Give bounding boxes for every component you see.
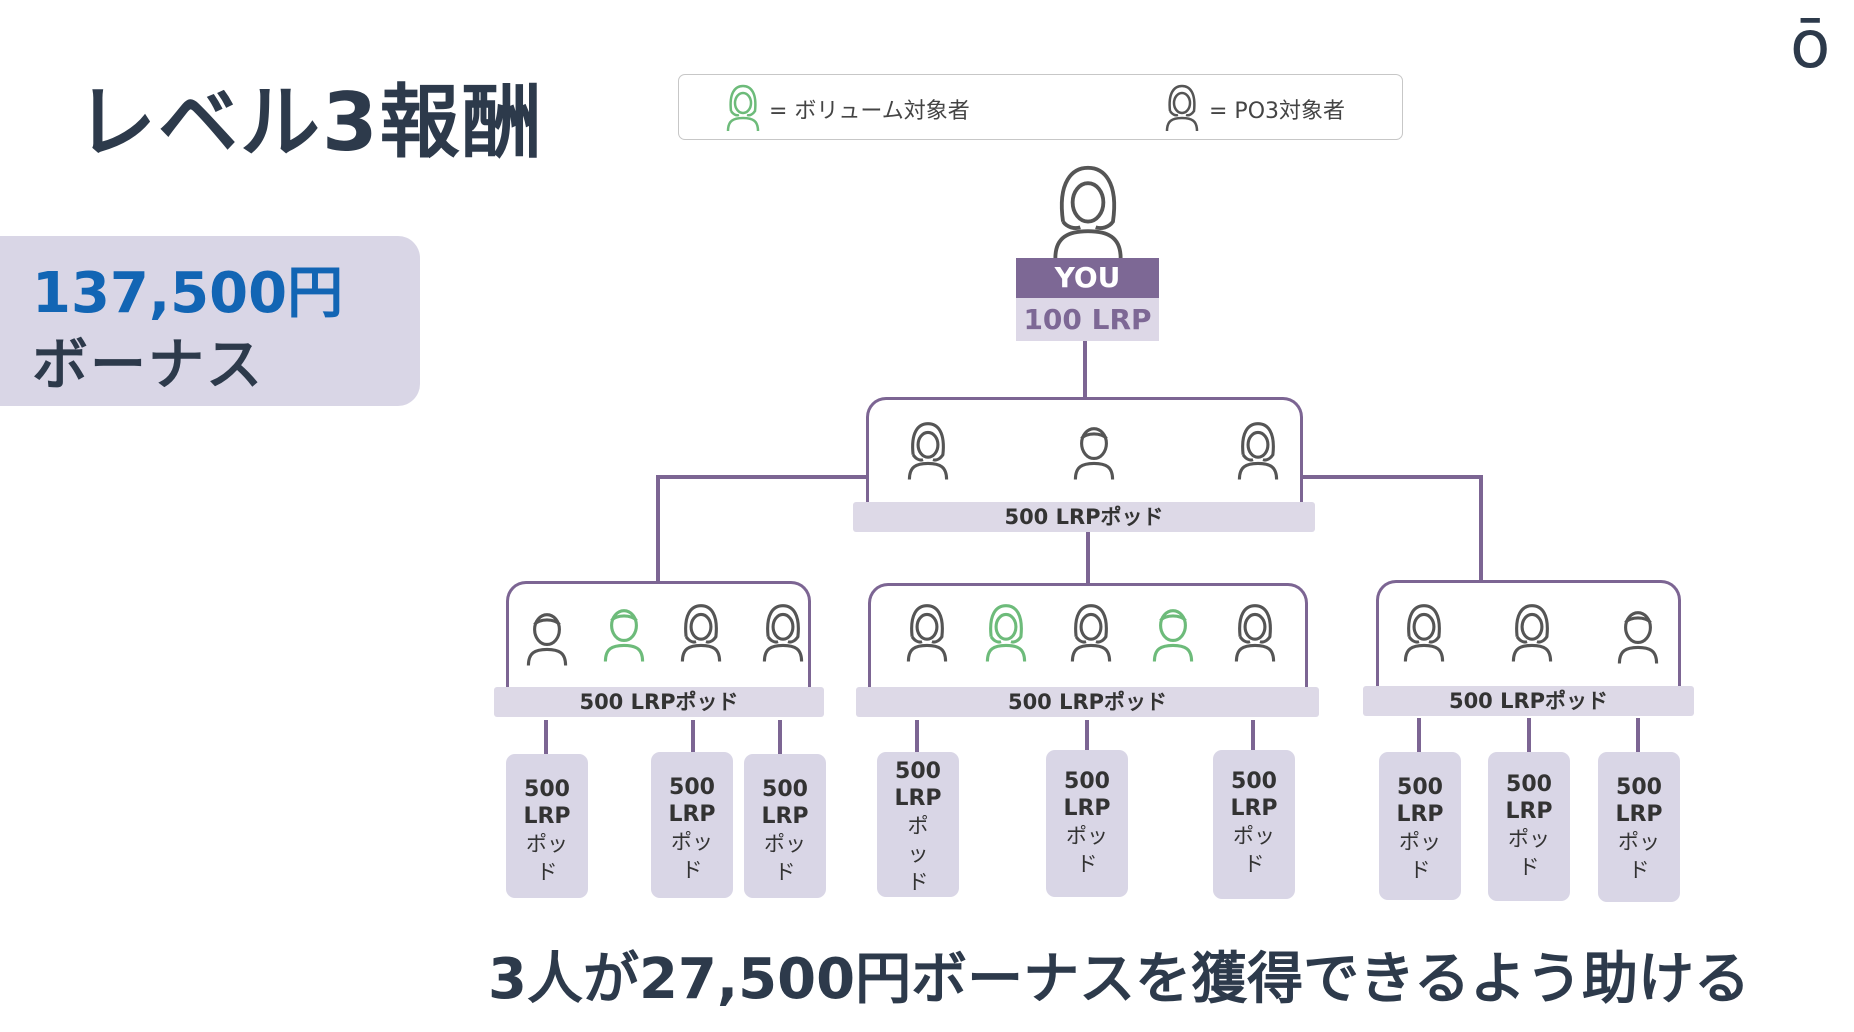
woman-icon [680,604,722,662]
man-icon [1073,427,1115,480]
middle-pod-label: 500 LRPポッド [856,687,1319,717]
woman-icon [985,604,1027,662]
leaf-pod-text: ポ [907,814,929,838]
you-label: YOU [1016,258,1159,298]
leaf-pod-unit: LRP [1615,802,1663,827]
woman-icon [762,604,804,662]
legend: = ボリューム対象者 = PO3対象者 [678,74,1403,140]
left-pod-frame [506,581,811,688]
leaf-pod: 500 LRP ポッ ド [1598,752,1680,902]
leaf-pod-unit: LRP [668,802,716,827]
leaf-pod: 500 LRP ポッ ド [744,754,826,898]
woman-icon-gray [1165,84,1199,132]
man-icon [1617,611,1659,664]
leaf-pod-text: ポッ [1399,830,1441,854]
leaf-pod-text: ド [1243,852,1265,876]
woman-icon-green [726,84,760,132]
leaf-pod-unit: LRP [894,786,942,811]
legend-volume-label: = ボリューム対象者 [769,99,970,124]
leaf-pod-unit: LRP [1063,796,1111,821]
bonus-box: 137,500円 ボーナス [0,236,420,406]
woman-icon [1403,604,1445,662]
bonus-label: ボーナス [32,333,264,398]
bonus-amount: 137,500円 [32,261,344,326]
leaf-pod-text: ド [1518,855,1540,879]
leaf-pod-text: ポッ [1508,827,1550,851]
man-icon [526,613,568,666]
man-icon [1152,609,1194,662]
leaf-pod-text: ポッ [1233,824,1275,848]
leaf-pod-unit: LRP [1505,799,1553,824]
leaf-pod-text: ポッ [671,830,713,854]
legend-po3-label: = PO3対象者 [1209,99,1346,124]
left-pod-label: 500 LRPポッド [494,687,824,717]
leaf-pod-value: 500 [1397,775,1443,800]
right-pod-label: 500 LRPポッド [1363,686,1694,716]
leaf-pod-value: 500 [895,759,941,784]
leaf-pod-value: 500 [1064,769,1110,794]
leaf-pod-unit: LRP [1396,802,1444,827]
leaf-pod-text: ッ [907,842,929,866]
leaf-pod-text: ド [1409,858,1431,882]
leaf-pod-unit: LRP [523,804,571,829]
leaf-pod-text: ド [681,858,703,882]
leaf-pod: 500 LRP ポッ ド [1213,750,1295,899]
right-pod-frame [1376,580,1681,686]
woman-icon [1234,604,1276,662]
man-icon [603,609,645,662]
woman-icon [1070,604,1112,662]
woman-icon [906,604,948,662]
leaf-pod-text: ポッ [1066,824,1108,848]
leaf-pod-unit: LRP [761,804,809,829]
woman-icon [1237,422,1279,480]
leaf-pod: 500 LRP ポッ ド [1379,752,1461,900]
leaf-pod-text: ド [536,860,558,884]
leaf-pod: 500 LRP ポ ッ ド [877,752,959,897]
leaf-pod-text: ポッ [1618,830,1660,854]
leaf-pod-value: 500 [1231,769,1277,794]
leaf-pod: 500 LRP ポッ ド [506,754,588,898]
you-woman-icon [1053,165,1123,259]
page-title: レベル3報酬 [76,76,544,169]
leaf-pod-value: 500 [1506,772,1552,797]
top-pod-frame [866,397,1303,503]
leaf-pod-text: ド [907,870,929,894]
brand-logo: ō [1790,6,1831,83]
leaf-pod-text: ド [1076,852,1098,876]
leaf-pod: 500 LRP ポッ ド [1046,750,1128,897]
leaf-pod-unit: LRP [1230,796,1278,821]
leaf-pod-text: ド [774,860,796,884]
leaf-pod-text: ド [1628,858,1650,882]
leaf-pod: 500 LRP ポッ ド [651,752,733,898]
leaf-pod-value: 500 [1616,775,1662,800]
leaf-pod: 500 LRP ポッ ド [1488,752,1570,901]
leaf-pod-text: ポッ [526,832,568,856]
leaf-pod-text: ポッ [764,832,806,856]
leaf-pod-value: 500 [524,777,570,802]
you-lrp: 100 LRP [1016,298,1159,341]
leaf-pod-value: 500 [762,777,808,802]
top-pod-label: 500 LRPポッド [853,502,1315,532]
leaf-pod-value: 500 [669,775,715,800]
woman-icon [907,422,949,480]
caption: 3人が27,500円ボーナスを獲得できるよう助ける [488,947,1750,1012]
woman-icon [1511,604,1553,662]
